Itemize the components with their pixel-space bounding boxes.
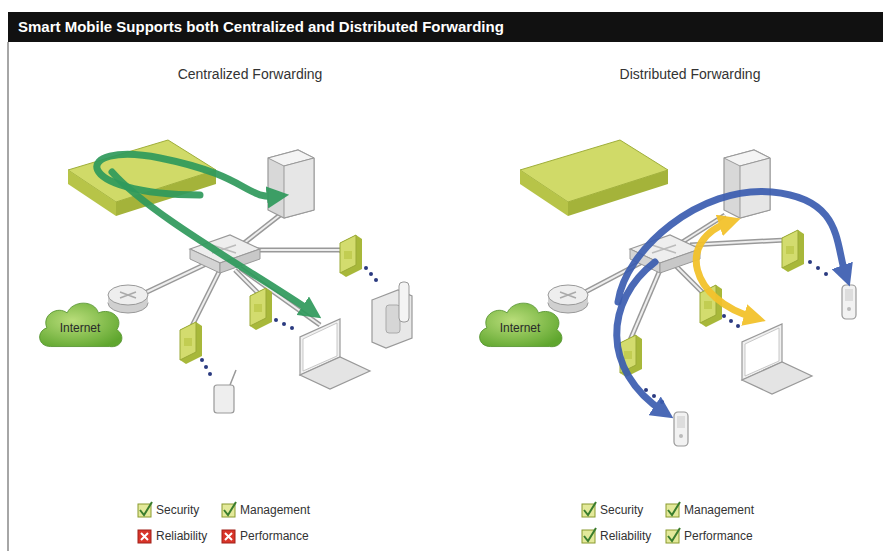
cross-icon	[222, 530, 235, 543]
laptop	[300, 319, 370, 389]
laptop	[742, 324, 812, 394]
check-icon	[582, 528, 596, 543]
link-dots	[644, 260, 828, 404]
checklist-item: Reliability	[600, 529, 651, 543]
frame-line	[7, 42, 9, 551]
desk-phone	[372, 282, 412, 348]
internet-cloud: Internet	[474, 298, 566, 354]
mobile-phone	[674, 412, 688, 446]
checklist-item: Security	[156, 503, 199, 517]
checklist-item: Management	[240, 503, 310, 517]
checklist-item: Reliability	[156, 529, 207, 543]
cloud-label: Internet	[474, 321, 566, 335]
check-icon	[666, 528, 680, 543]
controller	[68, 140, 216, 216]
router	[108, 285, 148, 313]
internet-cloud: Internet	[34, 298, 126, 354]
access-point	[340, 235, 362, 277]
access-point	[250, 288, 272, 330]
checklist-item: Management	[684, 503, 754, 517]
server	[268, 150, 314, 218]
checklist-item: Performance	[240, 529, 309, 543]
wireless-device	[214, 370, 236, 413]
check-icon	[666, 502, 680, 517]
mobile-phone	[842, 285, 856, 319]
check-icon	[138, 502, 152, 517]
title: Smart Mobile Supports both Centralized a…	[8, 18, 504, 35]
controller	[520, 140, 668, 216]
access-point	[782, 230, 804, 272]
check-icon	[222, 502, 236, 517]
checklist-item: Performance	[684, 529, 753, 543]
router	[548, 285, 588, 313]
traffic-arrows	[97, 154, 846, 412]
checklist-icons	[138, 502, 680, 543]
panel-heading: Centralized Forwarding	[178, 66, 323, 82]
link-dots	[200, 266, 378, 376]
title-bar: Smart Mobile Supports both Centralized a…	[8, 12, 883, 42]
cross-icon	[138, 530, 151, 543]
check-icon	[582, 502, 596, 517]
network-wires	[130, 215, 795, 345]
checklist-item: Security	[600, 503, 643, 517]
panel-heading: Distributed Forwarding	[620, 66, 761, 82]
network-devices	[68, 140, 856, 446]
cloud-label: Internet	[34, 321, 126, 335]
access-point	[180, 322, 202, 364]
server	[724, 150, 770, 218]
